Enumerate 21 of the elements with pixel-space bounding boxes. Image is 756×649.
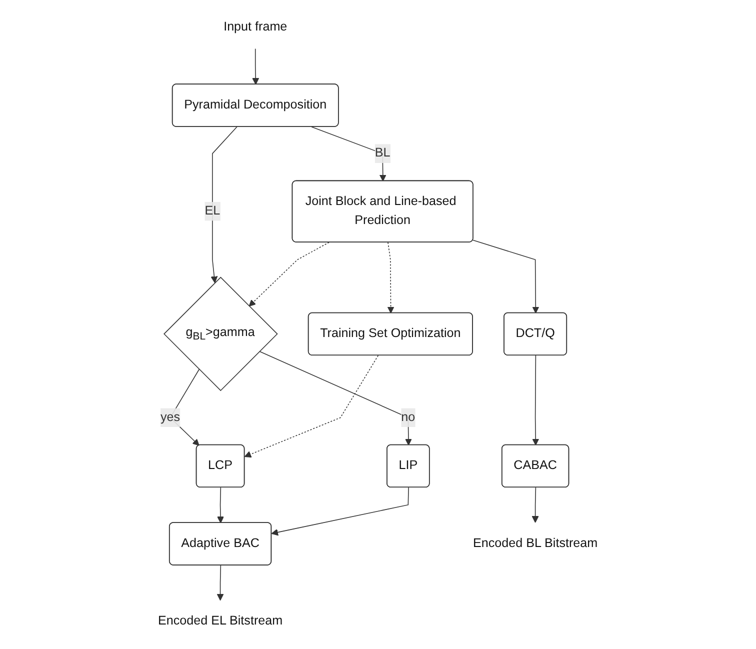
node-text: Input frame xyxy=(224,20,288,34)
edge-label: no xyxy=(401,410,416,424)
node-text: Encoded BL Bitstream xyxy=(473,536,598,550)
arrow xyxy=(217,487,224,524)
arrow xyxy=(532,487,539,523)
node-text: Encoded EL Bitstream xyxy=(158,614,283,628)
arrow xyxy=(472,240,540,314)
arrow xyxy=(249,242,330,306)
edge-label: yes xyxy=(160,410,180,424)
arrow xyxy=(244,355,379,458)
arrow xyxy=(271,487,410,536)
edge-label: EL xyxy=(204,204,220,218)
arrow xyxy=(252,48,260,85)
arrow xyxy=(311,126,387,182)
arrow xyxy=(532,355,540,446)
arrow xyxy=(259,350,412,446)
node-diamond: g$_{BL}$>gamma xyxy=(164,276,278,392)
arrow xyxy=(217,564,224,601)
edge-label: BL xyxy=(375,146,390,160)
arrow xyxy=(388,242,394,314)
arrow xyxy=(210,126,238,284)
